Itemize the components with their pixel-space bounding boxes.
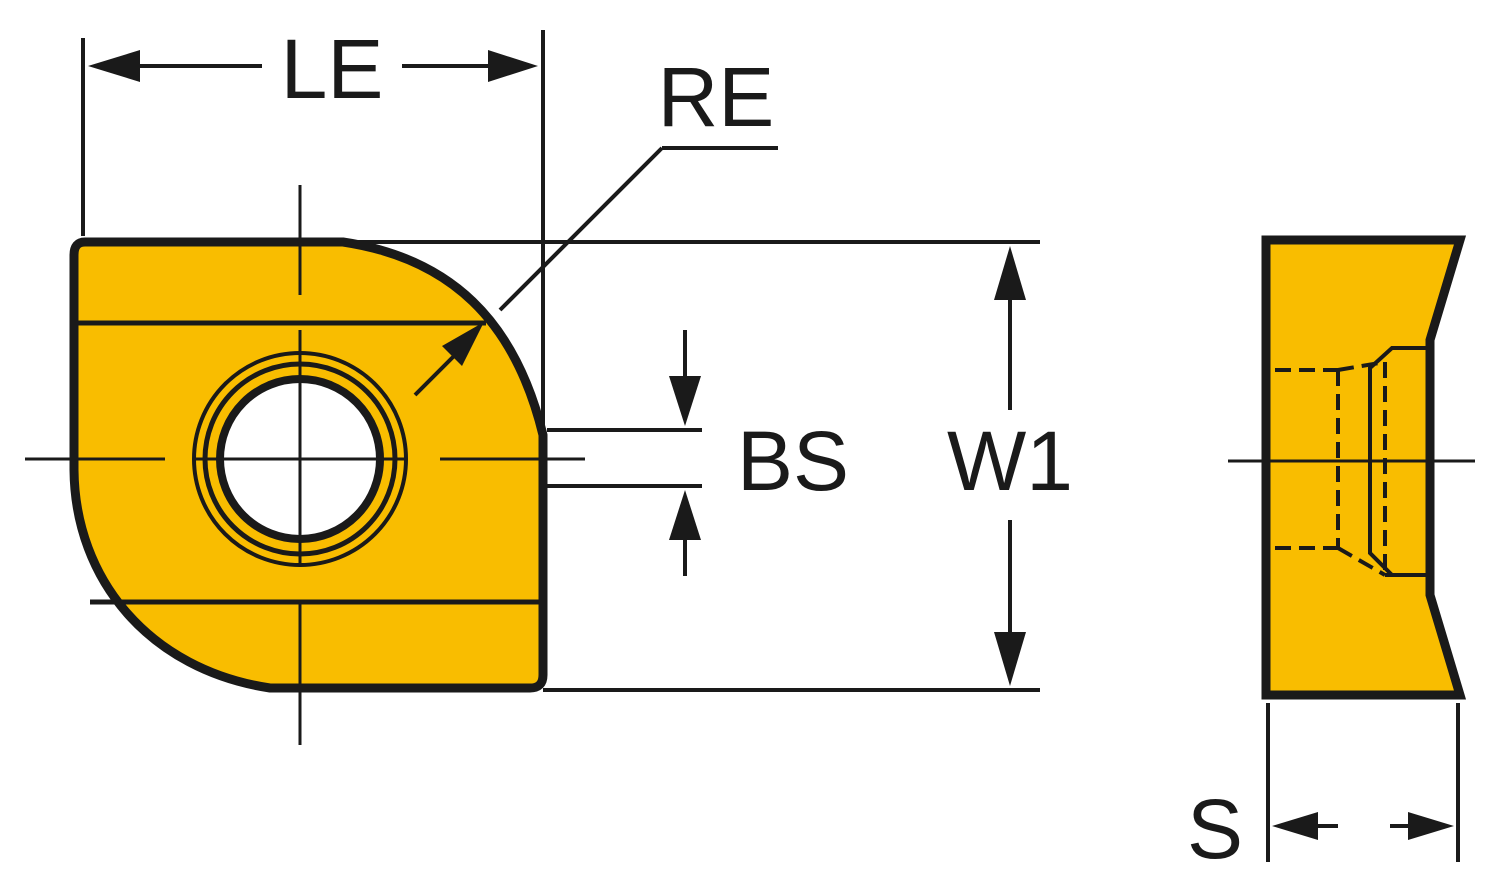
le-right-arrowhead bbox=[488, 50, 538, 82]
w1-label: W1 bbox=[947, 414, 1073, 508]
hidden-hole-lines bbox=[1275, 360, 1430, 577]
s-label: S bbox=[1187, 782, 1243, 876]
re-arrowhead bbox=[442, 322, 484, 366]
bs-top-arrowhead bbox=[669, 376, 701, 426]
s-right-arrowhead bbox=[1408, 812, 1454, 840]
bs-label: BS bbox=[737, 414, 849, 508]
front-center-lines bbox=[25, 185, 585, 745]
front-view bbox=[25, 185, 585, 745]
le-left-arrowhead bbox=[88, 50, 140, 82]
side-view-body bbox=[1261, 235, 1467, 700]
side-view bbox=[1228, 235, 1475, 862]
le-label: LE bbox=[281, 22, 384, 116]
dimension-arrowheads bbox=[88, 50, 1026, 686]
dimension-lines bbox=[81, 30, 1040, 692]
re-label: RE bbox=[658, 50, 775, 144]
s-left-arrowhead bbox=[1272, 812, 1318, 840]
s-dimension-lines bbox=[1266, 703, 1460, 862]
w1-bottom-arrowhead bbox=[994, 632, 1026, 686]
w1-top-arrowhead bbox=[994, 246, 1026, 300]
bs-bottom-arrowhead bbox=[669, 490, 701, 540]
